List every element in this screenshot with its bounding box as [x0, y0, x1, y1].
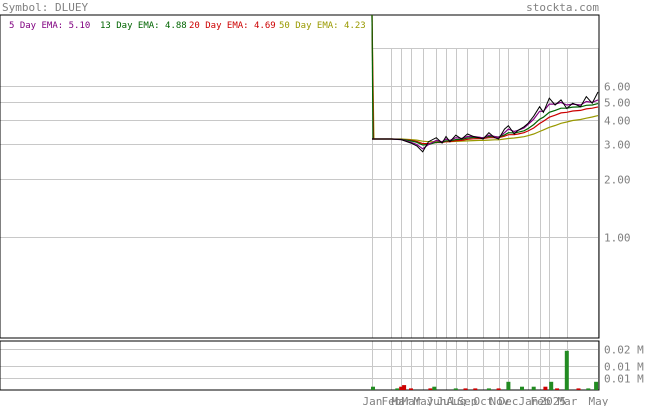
volume-bar [531, 386, 536, 390]
volume-bar [395, 388, 400, 390]
volume-bar [543, 386, 548, 390]
ema-legend: 5 Day EMA: 5.10 13 Day EMA: 4.88 20 Day … [9, 21, 366, 31]
volume-bar [402, 385, 407, 390]
series-line-price [372, 91, 599, 153]
x-tick-label: Feb [531, 395, 551, 406]
volume-bar [453, 388, 458, 390]
x-tick-label: Jun [427, 395, 447, 406]
volume-bar [399, 386, 404, 390]
volume-bar [576, 388, 581, 390]
volume-bar [371, 386, 375, 390]
volume-bar [486, 388, 491, 390]
x-tick-label: Sep [458, 395, 478, 406]
volume-bar [496, 388, 501, 390]
volume-bar [549, 381, 554, 390]
x-tick-label: Mar [402, 395, 422, 406]
brand-label: stockta.com [526, 1, 599, 14]
x-tick-label: Jan [519, 395, 539, 406]
volume-panel-frame [0, 340, 600, 391]
volume-y-tick-labels: 0.02 M 0.01 M0.01 M [604, 344, 644, 386]
volume-bar [564, 350, 569, 390]
legend-ema50: 50 Day EMA: 4.23 [279, 21, 366, 31]
legend-ema13: 13 Day EMA: 4.88 [100, 21, 187, 31]
price-y-tick-label: 1.00 [604, 232, 631, 245]
x-tick-label: Feb [382, 395, 402, 406]
price-grid [0, 48, 599, 338]
volume-y-tick-label: 0.02 M [604, 344, 644, 357]
x-tick-label: 2025 [540, 395, 567, 406]
x-tick-label: Nov [490, 395, 510, 406]
volume-bar [428, 388, 433, 390]
price-y-tick-label: 4.00 [604, 115, 631, 128]
volume-bar [555, 388, 560, 390]
volume-bar [586, 388, 591, 390]
volume-bar [506, 381, 511, 390]
x-tick-label: Oct [474, 395, 494, 406]
price-series-group [371, 14, 599, 153]
legend-ema5: 5 Day EMA: 5.10 [9, 21, 90, 31]
series-line-ema5 [372, 99, 599, 150]
x-tick-label: Jan [363, 395, 383, 406]
price-y-tick-label: 2.00 [604, 174, 631, 187]
volume-bar [473, 388, 478, 390]
series-line-ema50 [371, 14, 599, 143]
volume-bar [463, 388, 468, 390]
volume-bars-group [371, 350, 599, 390]
price-panel-frame [0, 14, 600, 339]
series-line-ema13_pre [371, 14, 374, 140]
volume-bar [520, 386, 524, 390]
volume-bar [409, 388, 413, 390]
price-y-tick-labels: 6.00 5.00 4.00 3.00 2.00 1.00 [604, 81, 631, 245]
x-tick-label: May [414, 395, 434, 406]
x-tick-label: Dec [499, 395, 519, 406]
price-y-tick-label: 5.00 [604, 97, 631, 110]
volume-bar [432, 386, 437, 390]
symbol-label: Symbol: DLUEY [2, 1, 88, 14]
price-y-tick-label: 3.00 [604, 139, 631, 152]
x-tick-label: Aug [447, 395, 467, 406]
x-tick-label: Mar [558, 395, 578, 406]
x-tick-label: Jul [437, 395, 457, 406]
volume-y-tick-label: 0.01 M [604, 361, 644, 374]
legend-ema20: 20 Day EMA: 4.69 [189, 21, 276, 31]
volume-bar [594, 381, 599, 390]
price-y-tick-label: 6.00 [604, 81, 631, 94]
x-tick-label: May [589, 395, 609, 406]
x-tick-label: Mar [392, 395, 412, 406]
volume-y-tick-label: 0.01 M [604, 373, 644, 386]
